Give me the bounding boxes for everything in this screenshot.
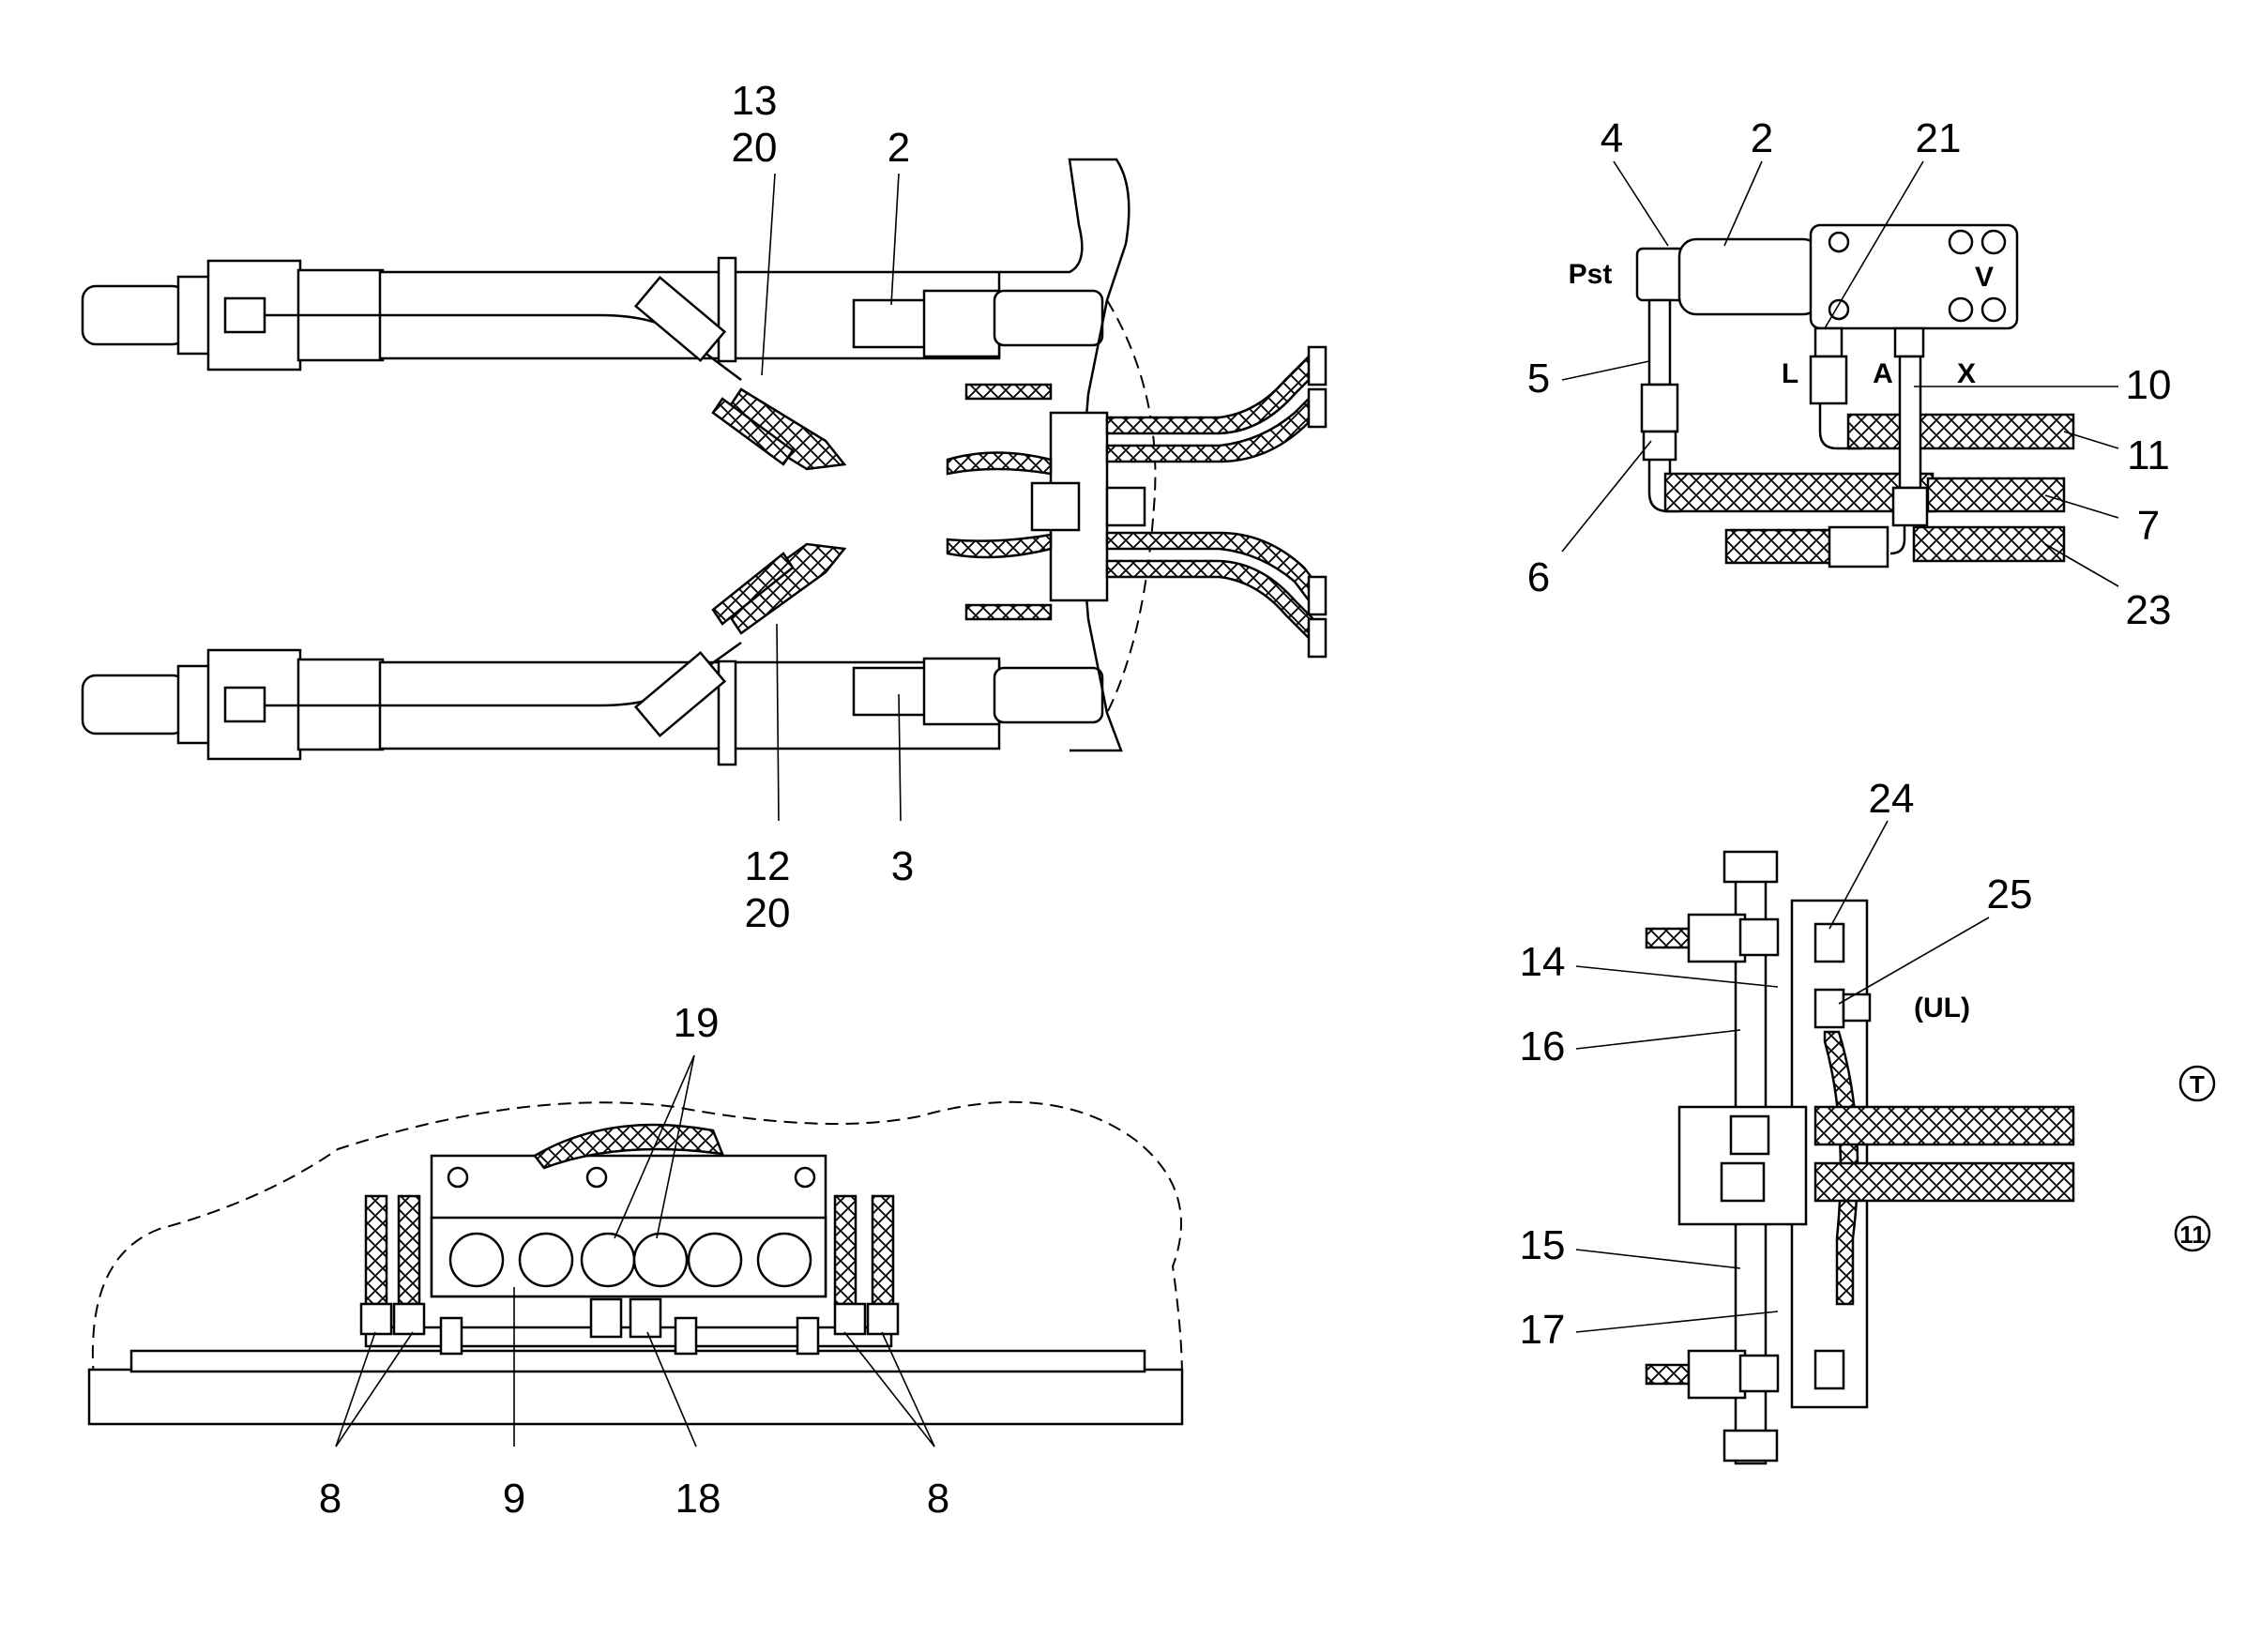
- port-label-l: L: [1782, 358, 1798, 389]
- callout-20-upper: 20: [732, 125, 778, 171]
- circled-mark-11-text: 11: [2179, 1220, 2206, 1249]
- callout-4: 4: [1601, 115, 1623, 161]
- callout-20-lower: 20: [745, 890, 791, 936]
- callout-24: 24: [1869, 776, 1915, 822]
- callout-3: 3: [891, 843, 914, 889]
- port-label-pst: Pst: [1569, 259, 1613, 290]
- port-label-x: X: [1957, 358, 1976, 389]
- callout-2-view2: 2: [1751, 115, 1773, 161]
- callout-17: 17: [1520, 1307, 1566, 1353]
- callout-10: 10: [2126, 362, 2172, 408]
- circled-mark-t-text: T: [2190, 1070, 2205, 1099]
- callout-11: 11: [2127, 432, 2170, 478]
- callout-25: 25: [1987, 871, 2033, 917]
- port-label-ul: (UL): [1914, 993, 1970, 1023]
- callout-6: 6: [1527, 554, 1550, 600]
- callout-16: 16: [1520, 1023, 1566, 1069]
- callout-14: 14: [1520, 939, 1566, 985]
- port-label-v: V: [1975, 262, 1994, 293]
- pilot-valve-view: [1561, 160, 2119, 587]
- boom-cylinders-view: [81, 158, 1328, 822]
- callout-2-view1: 2: [888, 125, 910, 171]
- callout-15: 15: [1520, 1222, 1566, 1268]
- callout-13: 13: [732, 78, 778, 124]
- callout-18: 18: [675, 1476, 721, 1522]
- port-label-a: A: [1873, 358, 1893, 389]
- circled-mark-11: 11: [2174, 1215, 2211, 1252]
- callout-8-right: 8: [927, 1476, 949, 1522]
- circled-mark-t: T: [2178, 1065, 2216, 1102]
- callout-5: 5: [1527, 356, 1550, 402]
- callout-19: 19: [674, 1000, 720, 1046]
- callout-23: 23: [2126, 587, 2172, 633]
- callout-21: 21: [1916, 115, 1962, 161]
- manifold-view: [87, 1054, 1184, 1447]
- callout-12: 12: [745, 843, 791, 889]
- callout-7: 7: [2137, 503, 2160, 549]
- valve-panel-view: [1575, 820, 2075, 1465]
- callout-9: 9: [503, 1476, 525, 1522]
- callout-8-left: 8: [319, 1476, 341, 1522]
